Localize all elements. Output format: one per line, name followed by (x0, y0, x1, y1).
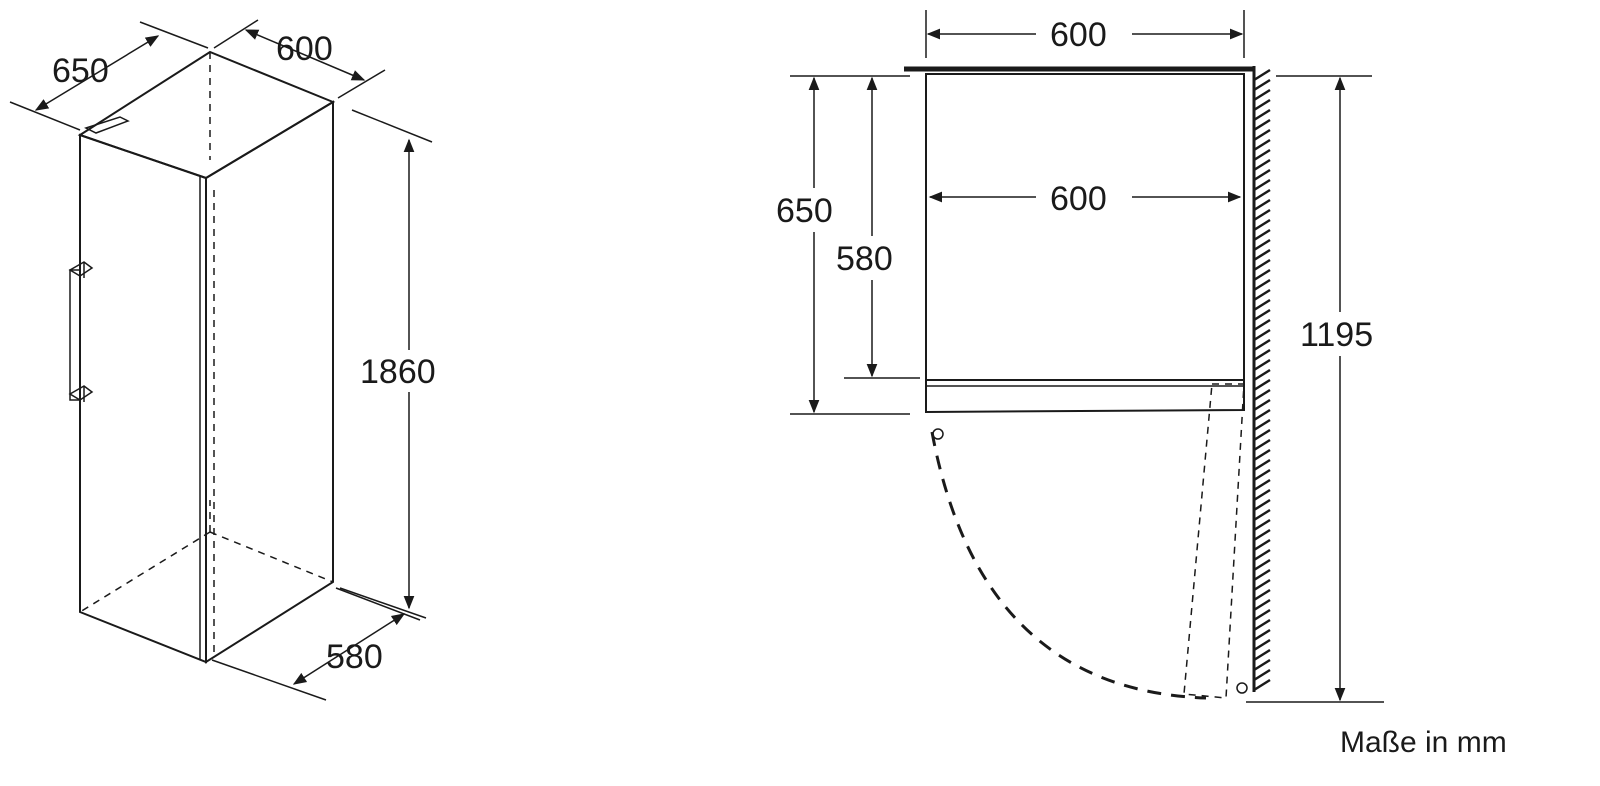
hatch-line (1253, 438, 1271, 452)
plan-door-open (1183, 383, 1245, 699)
hatch-line (1253, 498, 1271, 512)
hatch-line (1253, 448, 1271, 462)
plan-view: 600 600 650 580 1195 (770, 10, 1392, 703)
hatch-line (1253, 108, 1271, 122)
hatch-line (1253, 388, 1271, 402)
hatch-line (1253, 308, 1271, 322)
hatch-line (1253, 598, 1271, 612)
hatch-line (1253, 238, 1271, 252)
hatch-line (1253, 68, 1271, 82)
dim-label-600-outer: 600 (1050, 16, 1107, 54)
hatch-line (1253, 398, 1271, 412)
hatch-line (1253, 78, 1271, 92)
hatch-line (1253, 538, 1271, 552)
dim-label-1860: 1860 (360, 353, 436, 391)
hatch-line (1253, 628, 1271, 642)
hinge-icon (1236, 682, 1248, 694)
dim-plan-width-inner: 600 (928, 176, 1242, 218)
hatch-line (1253, 248, 1271, 262)
hatch-line (1253, 118, 1271, 132)
dim-label-600-inner: 600 (1050, 180, 1107, 218)
hatch-line (1253, 88, 1271, 102)
dim-iso-depth-bottom: 580 (211, 587, 421, 701)
hatch-line (1253, 288, 1271, 302)
hatch-line (1253, 208, 1271, 222)
hatch-line (1253, 618, 1271, 632)
hatch-line (1253, 568, 1271, 582)
appliance-front-face (79, 133, 207, 664)
hatch-line (1253, 478, 1271, 492)
hidden-edge (79, 531, 211, 613)
hatch-line (1253, 508, 1271, 522)
isometric-appliance: 650 600 1860 580 (9, 19, 446, 701)
hatch-line (1253, 428, 1271, 442)
hatch-line (1253, 648, 1271, 662)
hatch-line (1253, 128, 1271, 142)
hatch-line (1253, 378, 1271, 392)
hatch-line (1253, 488, 1271, 502)
dim-label-1195: 1195 (1300, 316, 1373, 354)
plan-door (925, 379, 1245, 414)
hatch-line (1253, 368, 1271, 382)
hatch-line (1253, 148, 1271, 162)
hatch-line (1253, 348, 1271, 362)
hatch-line (1253, 178, 1271, 192)
dim-iso-height: 1860 (339, 109, 446, 619)
hatch-line (1253, 188, 1271, 202)
hatch-line (1253, 658, 1271, 672)
hatch-line (1253, 408, 1271, 422)
dim-iso-width-top: 600 (213, 19, 386, 99)
appliance-side-face (205, 100, 334, 664)
hatch-line (1253, 298, 1271, 312)
top-hinge (84, 116, 130, 134)
dim-label-580-plan: 580 (836, 240, 893, 278)
hatch-line (1253, 558, 1271, 572)
unit-note: Maße in mm (1340, 726, 1507, 759)
hatch-line (1253, 258, 1271, 272)
appliance-top-face (77, 50, 336, 180)
hidden-edge (209, 531, 334, 583)
hatch-line (1253, 668, 1271, 682)
hatch-line (1253, 328, 1271, 342)
hatch-line (1253, 198, 1271, 212)
hatch-line (1253, 418, 1271, 432)
hatch-line (1253, 168, 1271, 182)
dim-plan-width-outer: 600 (925, 10, 1245, 58)
hatch-line (1253, 588, 1271, 602)
hatch-line (1253, 318, 1271, 332)
dim-label-600: 600 (276, 30, 333, 68)
hatch-line (1253, 548, 1271, 562)
hatch-line (1253, 218, 1271, 232)
door-swing-arc (930, 431, 1207, 700)
dim-plan-depth-inner: 580 (832, 76, 920, 379)
plan-cabinet-body (925, 73, 1245, 381)
hatch-line (1253, 138, 1271, 152)
hatch-line (1253, 158, 1271, 172)
hatch-line (1253, 228, 1271, 242)
hatch-line (1253, 98, 1271, 112)
hatch-line (1253, 358, 1271, 372)
dim-label-650-plan: 650 (776, 192, 833, 230)
hatch-line (1253, 638, 1271, 652)
dim-plan-door-clearance: 1195 (1246, 75, 1392, 703)
wall-hatch (1252, 66, 1271, 692)
hatch-line (1253, 278, 1271, 292)
hatch-line (1253, 268, 1271, 282)
hatch-line (1253, 338, 1271, 352)
dim-label-580: 580 (326, 638, 383, 676)
door-handle (68, 261, 94, 402)
hatch-line (1253, 608, 1271, 622)
dim-plan-depth-outer: 650 (770, 75, 910, 415)
hatch-line (1253, 458, 1271, 472)
hatch-line (1253, 468, 1271, 482)
dim-iso-depth-top: 650 (9, 21, 209, 131)
hatch-line (1253, 678, 1271, 692)
hatch-line (1253, 518, 1271, 532)
hatch-line (1253, 528, 1271, 542)
hatch-line (1253, 578, 1271, 592)
dim-label-650: 650 (52, 52, 109, 90)
